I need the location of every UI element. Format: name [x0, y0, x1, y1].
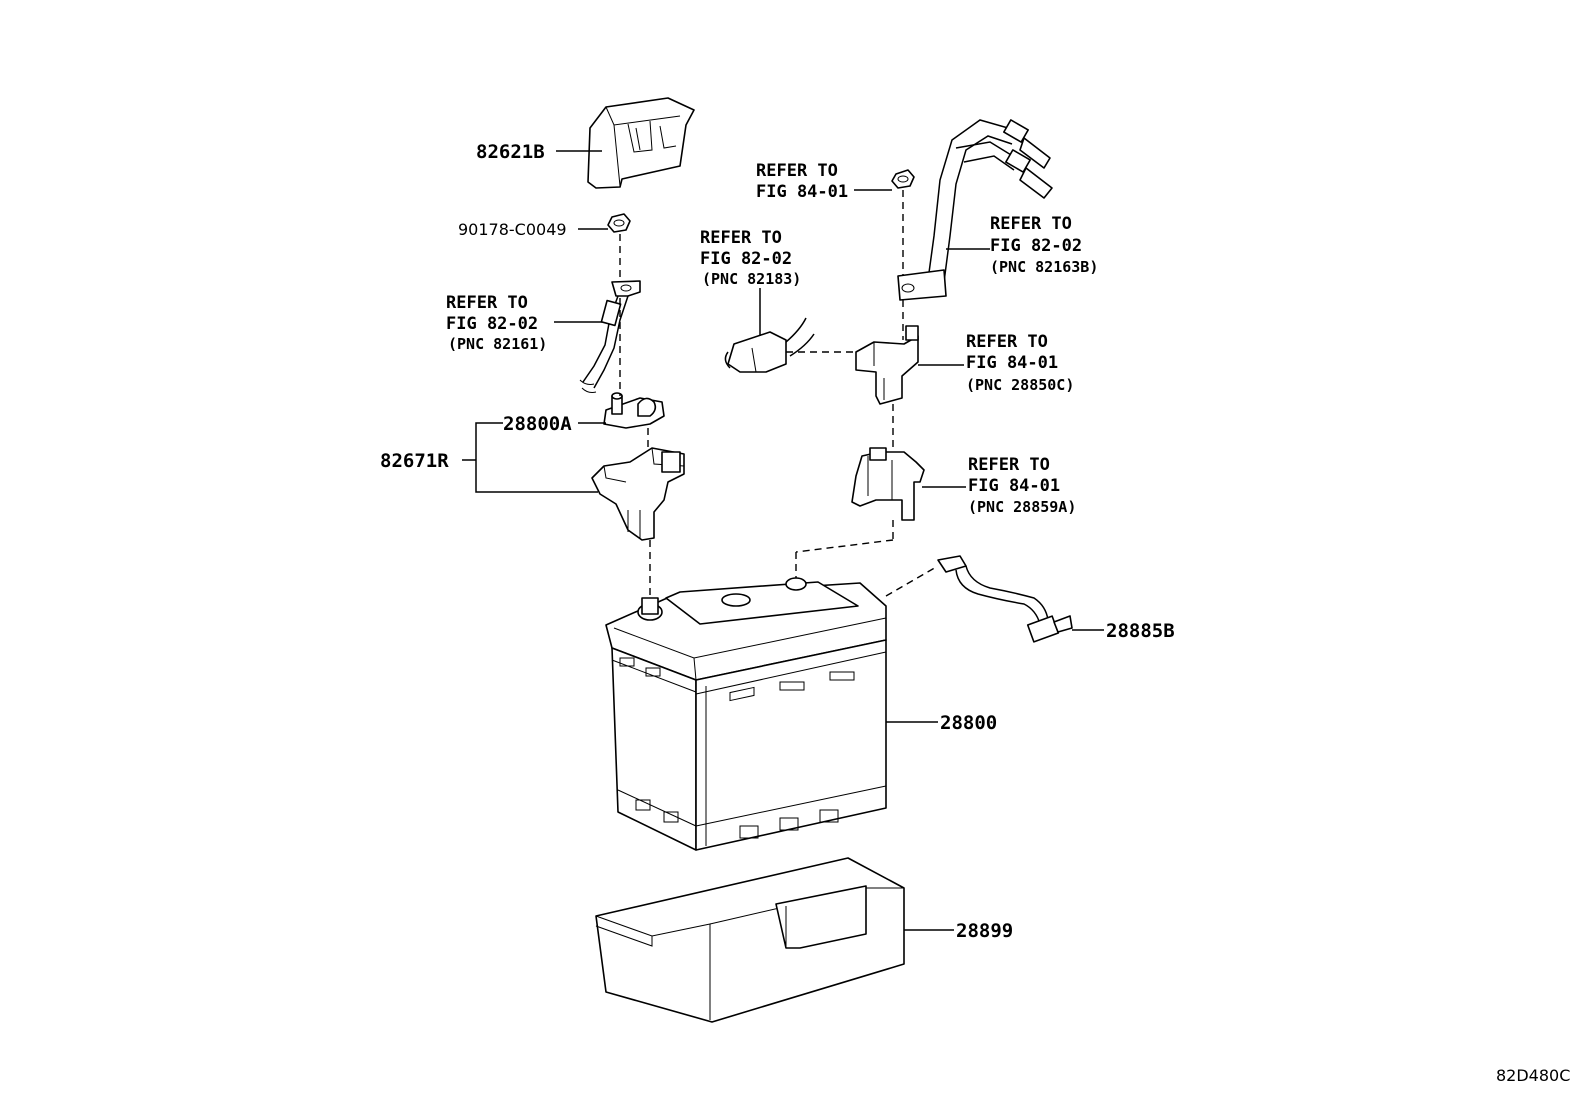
label-82621b: 82621B — [476, 141, 545, 163]
terminal-clamp-drawing — [603, 392, 665, 429]
pnc-line: (PNC 82161) — [448, 335, 547, 353]
label-28800: 28800 — [940, 712, 997, 734]
label-90178-c0049: 90178-C0049 — [458, 220, 567, 239]
nut-drawing — [607, 213, 631, 233]
refer-line: REFER TO — [700, 228, 782, 248]
negative-cable-drawing — [579, 280, 641, 393]
refer-note-82183: REFER TO FIG 82-02 (PNC 82183) — [700, 228, 801, 288]
assembly-lines — [619, 190, 939, 600]
leader-lines — [462, 150, 1104, 931]
refer-line: REFER TO — [990, 214, 1072, 234]
fig-line: FIG 82-02 — [446, 314, 538, 334]
diagram-code: 82D480C — [1496, 1066, 1570, 1085]
battery-tray-drawing — [595, 857, 905, 1023]
label-28800a: 28800A — [503, 413, 572, 435]
refer-note-82161: REFER TO FIG 82-02 (PNC 82161) — [446, 293, 547, 353]
fig-line: FIG 82-02 — [990, 236, 1082, 256]
fig-line: FIG 84-01 — [966, 353, 1058, 373]
connector-82183-drawing — [724, 317, 815, 373]
pnc-line: (PNC 82163B) — [990, 258, 1098, 276]
upper-nut-drawing — [891, 169, 915, 189]
refer-note-82163b: REFER TO FIG 82-02 (PNC 82163B) — [990, 214, 1098, 276]
fuse-block-28850c-drawing — [855, 325, 919, 405]
refer-line: REFER TO — [756, 161, 838, 181]
refer-note-nut-84-01: REFER TO FIG 84-01 — [756, 161, 848, 202]
refer-note-28859a: REFER TO FIG 84-01 (PNC 28859A) — [968, 455, 1076, 516]
label-28899: 28899 — [956, 920, 1013, 942]
bracket-drawing — [591, 447, 685, 541]
terminal-cover-drawing — [587, 97, 695, 189]
pnc-line: (PNC 28850C) — [966, 376, 1074, 394]
refer-note-28850c: REFER TO FIG 84-01 (PNC 28850C) — [966, 332, 1074, 394]
label-28885b: 28885B — [1106, 620, 1175, 642]
battery-drawing — [605, 577, 887, 851]
refer-line: REFER TO — [446, 293, 528, 313]
refer-line: REFER TO — [968, 455, 1050, 475]
pnc-line: (PNC 82183) — [702, 270, 801, 288]
fig-line: FIG 84-01 — [756, 182, 848, 202]
label-82671r: 82671R — [380, 450, 449, 472]
fig-line: FIG 84-01 — [968, 476, 1060, 496]
positive-cable-drawing — [897, 119, 1053, 301]
fuse-block-28859a-drawing — [851, 447, 925, 521]
pnc-line: (PNC 28859A) — [968, 498, 1076, 516]
sensor-cable-drawing — [937, 555, 1073, 643]
fig-line: FIG 82-02 — [700, 249, 792, 269]
refer-line: REFER TO — [966, 332, 1048, 352]
